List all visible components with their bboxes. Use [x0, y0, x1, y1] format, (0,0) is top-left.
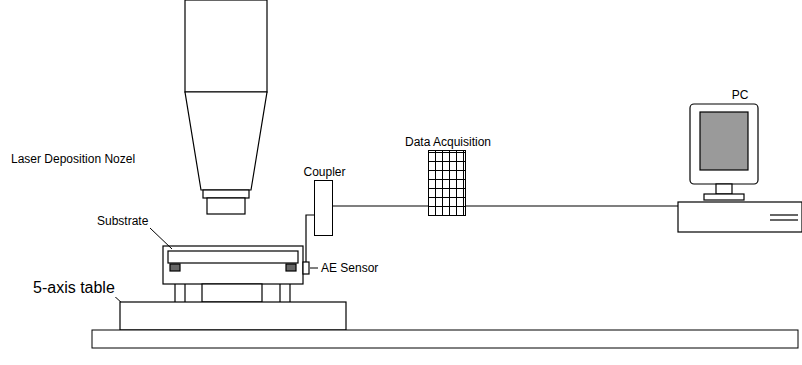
pc-illustration	[678, 104, 802, 232]
signal-cable	[466, 206, 678, 207]
leader-line	[310, 268, 318, 269]
leader-line	[150, 228, 172, 249]
daq-box: Data Acquisition	[428, 150, 466, 216]
axis-table	[120, 302, 346, 330]
substrate-label: Substrate	[96, 214, 149, 229]
laser-nozzle	[185, 0, 267, 214]
table-label: 5-axis table	[32, 278, 116, 297]
node-label: Coupler	[303, 165, 345, 179]
nozzle-label: Laser Deposition Nozel	[10, 152, 136, 167]
sensor-label: AE Sensor	[320, 261, 379, 276]
ground-base	[92, 330, 798, 348]
coupler-box: Coupler	[314, 180, 333, 236]
pc-computer: PC	[678, 104, 802, 232]
node-label: Data Acquisition	[405, 135, 491, 149]
signal-cable	[333, 206, 428, 207]
ae-sensor	[303, 262, 309, 274]
node-label: PC	[732, 88, 749, 102]
sensor-wire	[306, 215, 314, 262]
substrate-fixture	[163, 246, 303, 302]
